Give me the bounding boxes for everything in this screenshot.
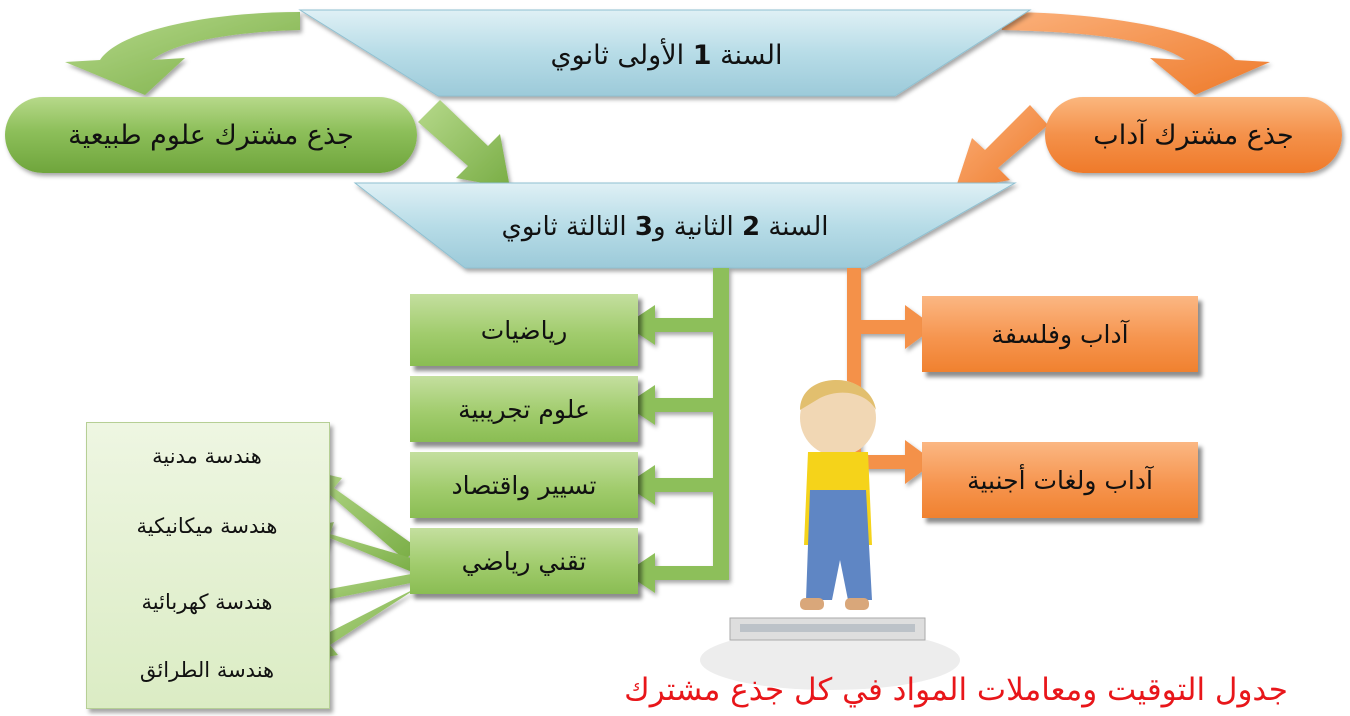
stream-box-technical-math	[410, 528, 638, 594]
engineering-option-civil: هندسة مدنية	[152, 444, 262, 468]
second-banner-mid: الثانية و	[652, 212, 734, 242]
top-banner-shape	[298, 9, 1032, 97]
second-banner-prefix: السنة	[768, 212, 829, 242]
literature-trunk-pill	[1045, 97, 1342, 173]
engineering-option-mechanical: هندسة ميكانيكية	[136, 514, 278, 538]
stream-label-experimental-sciences: علوم تجريبية	[458, 394, 590, 424]
arrow-science-to-banner	[418, 100, 510, 188]
science-trunk-label: جذع مشترك علوم طبيعية	[68, 119, 354, 151]
child-figure-illustration	[700, 380, 960, 690]
science-trunk-pill	[5, 97, 417, 173]
arrow-literature-to-banner	[955, 105, 1048, 190]
stream-box-experimental-sciences	[410, 376, 638, 442]
stream-label-management-economics: تسيير واقتصاد	[451, 470, 597, 500]
curved-arrow-left	[65, 12, 300, 95]
engineering-option-process: هندسة الطرائق	[139, 658, 275, 682]
stream-label-literature-languages: آداب ولغات أجنبية	[967, 465, 1153, 495]
green-connector	[625, 268, 729, 593]
second-banner-suffix: الثالثة ثانوي	[501, 212, 627, 242]
engineering-option-electrical: هندسة كهربائية	[141, 590, 273, 614]
top-banner-prefix: السنة	[720, 39, 783, 71]
stream-label-literature-philosophy: آداب وفلسفة	[991, 319, 1129, 349]
engineering-panel	[86, 422, 330, 709]
stream-box-math	[410, 294, 638, 366]
orange-connector	[847, 268, 935, 484]
stream-box-literature-philosophy	[922, 296, 1198, 372]
stream-box-management-economics	[410, 452, 638, 518]
second-banner-num1: 2	[741, 212, 761, 242]
top-banner-number: 1	[692, 39, 712, 71]
second-banner-shape	[353, 182, 1017, 269]
stream-label-technical-math: تقني رياضي	[461, 546, 587, 576]
second-banner-num2: 3	[634, 212, 653, 242]
caption-link[interactable]: جدول التوقيت ومعاملات المواد في كل جذع م…	[624, 672, 1288, 708]
stream-label-math: رياضيات	[480, 315, 568, 345]
stream-box-literature-languages	[922, 442, 1198, 518]
top-banner-suffix: الأولى ثانوي	[550, 39, 685, 71]
literature-trunk-label: جذع مشترك آداب	[1093, 119, 1294, 151]
curved-arrow-right	[1002, 12, 1270, 95]
top-banner-label: السنة 1 الأولى ثانوي	[438, 30, 895, 80]
